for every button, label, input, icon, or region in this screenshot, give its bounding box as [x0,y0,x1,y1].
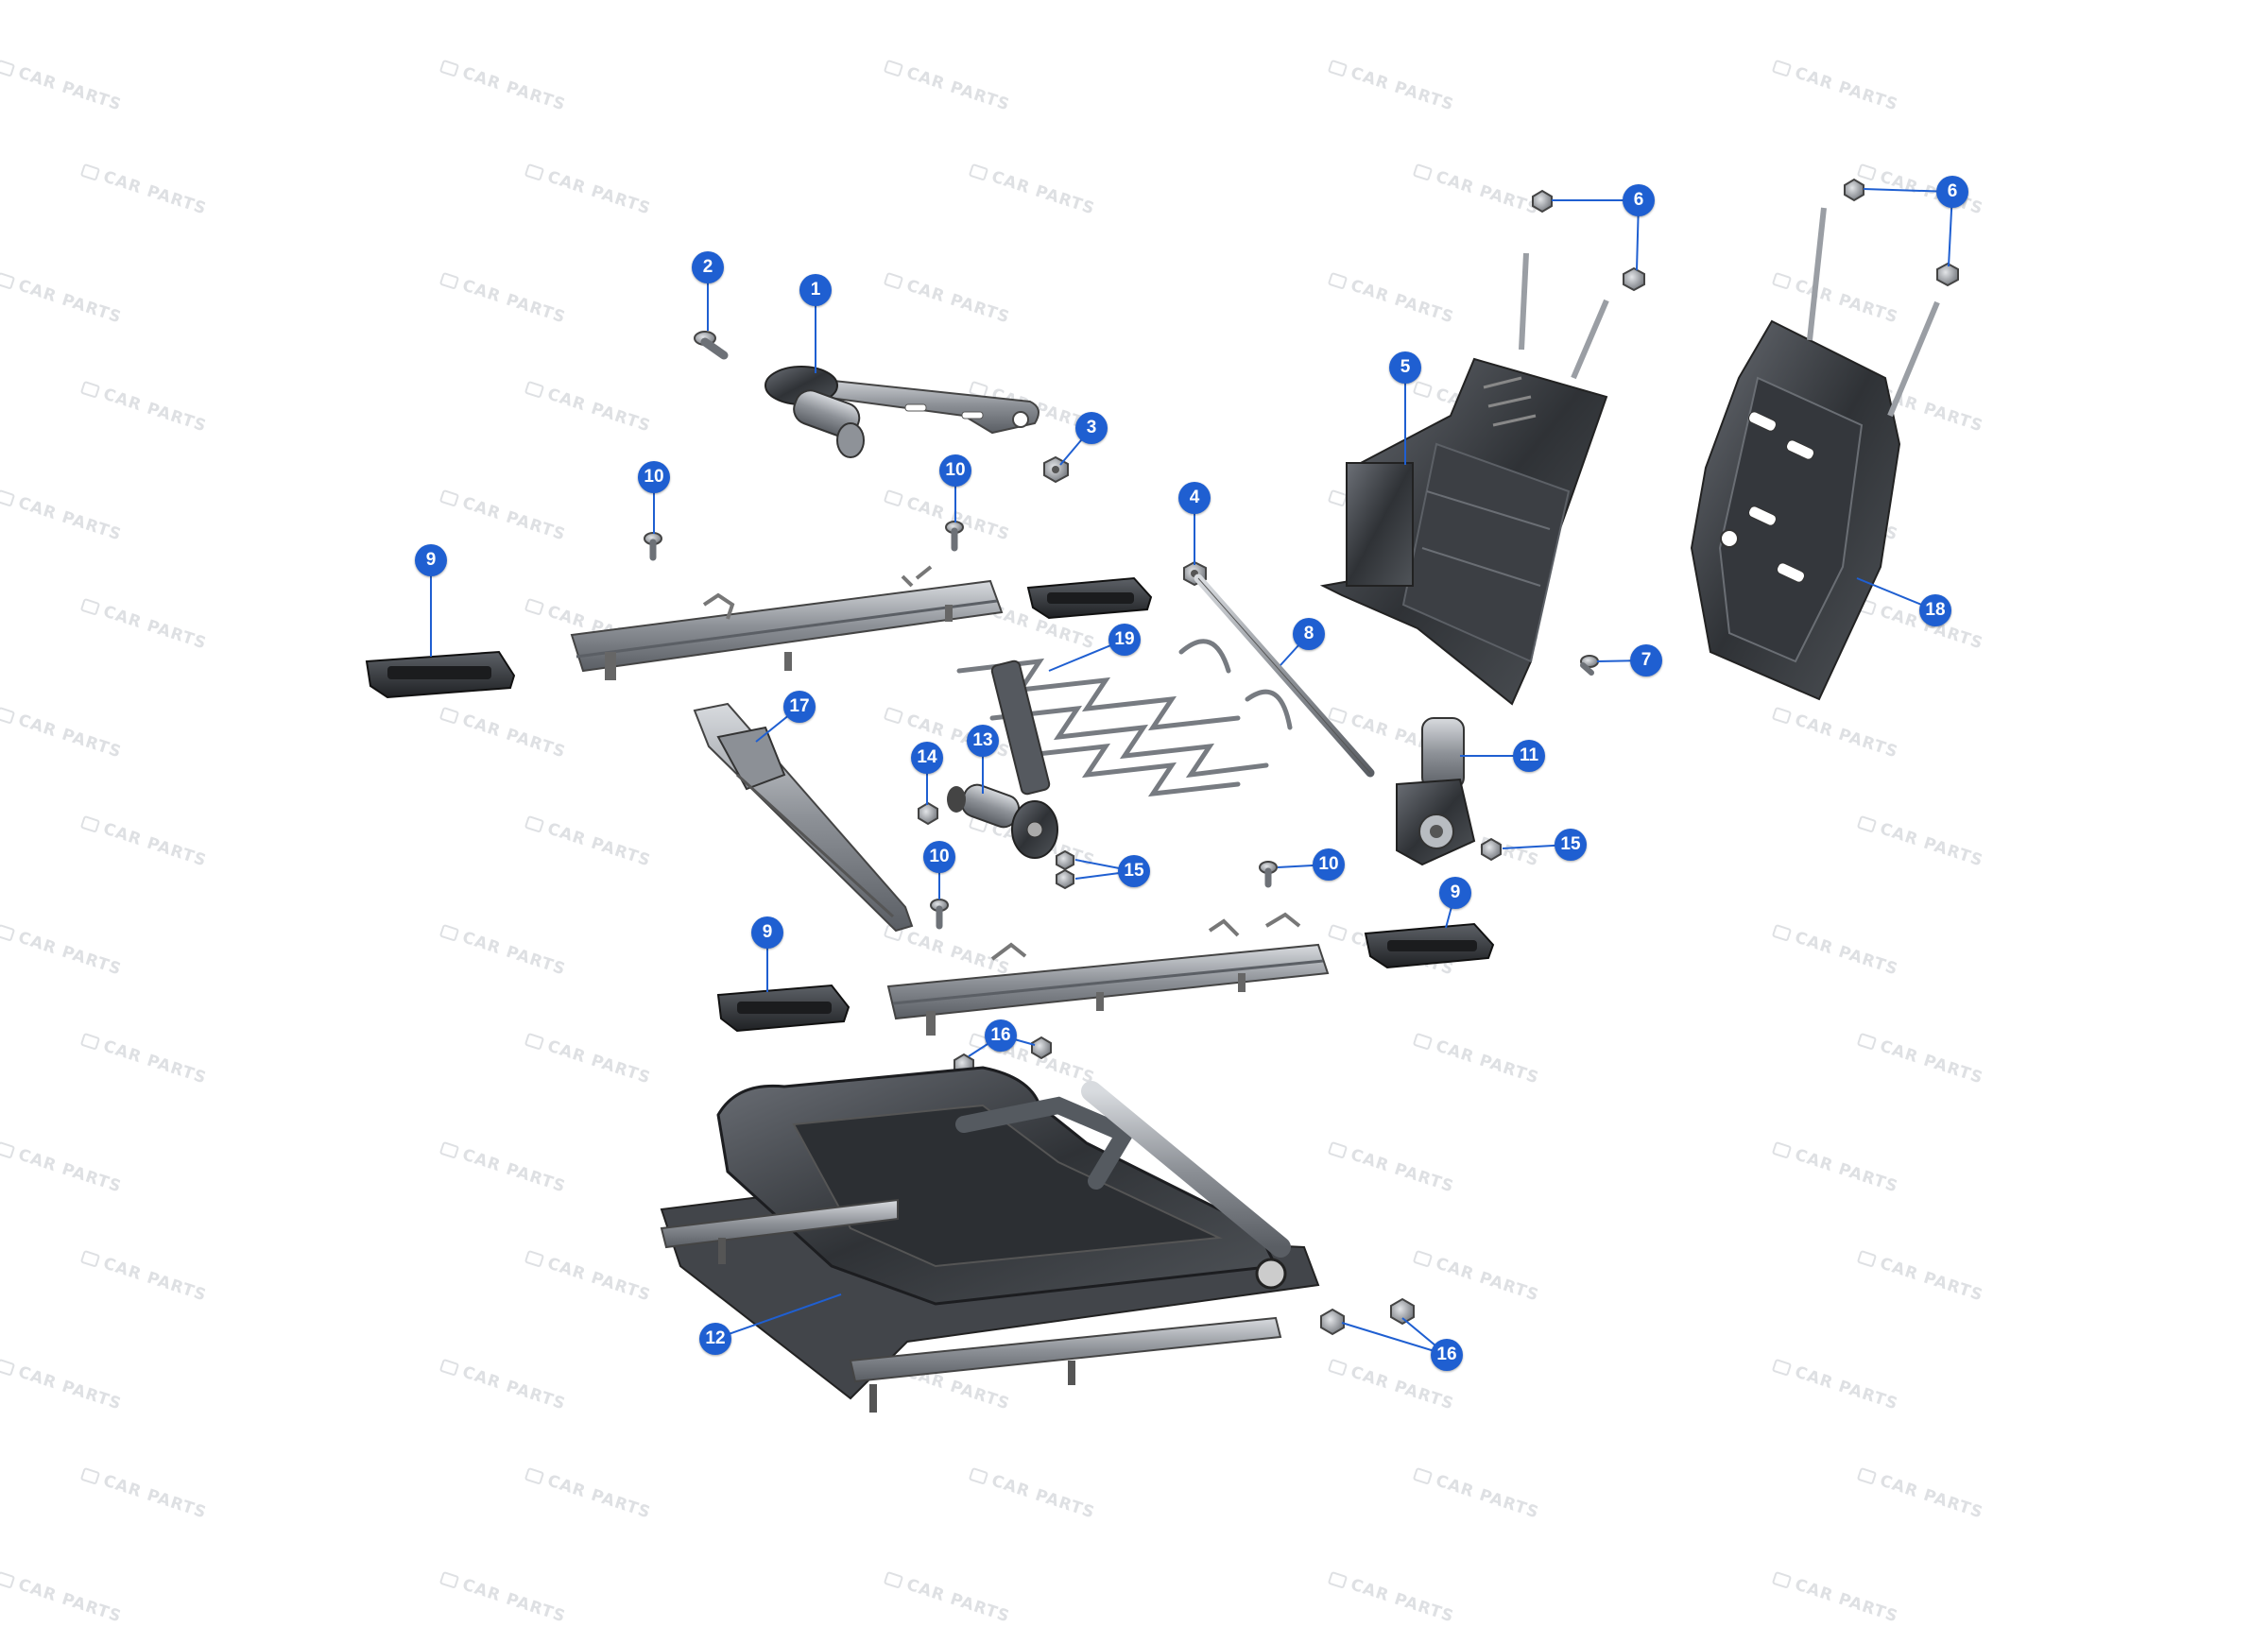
callout-6: 6 [1936,176,1968,208]
callout-4: 4 [1178,482,1211,514]
callout-18: 18 [1919,594,1951,626]
callout-10: 10 [638,461,670,493]
part-1-recliner-motor-arm [765,366,1040,458]
upper-seat-rail [570,565,1004,680]
part-10-bolt-1 [644,532,662,561]
callout-6: 6 [1623,184,1655,216]
callout-1: 1 [799,274,832,306]
part-9-end-cap-3 [1364,922,1495,969]
part-5-backrest-panel [1319,252,1609,706]
callout-11: 11 [1513,740,1545,772]
part-15-nut-right [1481,837,1502,862]
callout-14: 14 [911,742,943,774]
part-19-spring-mat [956,639,1293,797]
part-10-bolt-3 [930,899,949,930]
callout-13: 13 [967,725,999,757]
callout-17: 17 [783,691,816,723]
part-6-nuts-right [1844,178,1959,287]
part-18-backrest-frame [1690,207,1940,701]
callout-5: 5 [1389,351,1421,384]
callout-9: 9 [751,916,783,949]
callout-16: 16 [985,1019,1017,1052]
part-13-motor [947,783,1058,859]
callout-3: 3 [1075,412,1108,444]
part-7-screw [1580,655,1599,676]
part-12-seat-frame [660,1066,1320,1413]
callout-9: 9 [1439,877,1471,909]
part-11-geared-motor [1396,717,1476,866]
part-9-end-cap-2 [1026,576,1153,620]
callout-10: 10 [923,841,955,873]
lower-seat-rail [886,912,1330,1036]
part-10-bolt-4 [1259,861,1278,888]
part-17-spindle-gear [693,702,914,933]
callout-10: 10 [939,454,971,487]
part-6-nuts-left [1532,189,1645,292]
callout-2: 2 [692,251,724,283]
part-9-end-cap-1 [365,650,516,699]
callout-15: 15 [1555,829,1587,861]
callout-10: 10 [1313,848,1345,881]
callout-12: 12 [699,1323,731,1355]
part-15-nuts-left [1056,849,1074,890]
part-2-bolt [694,331,729,360]
part-16-nuts-bottom [1320,1297,1415,1336]
callout-9: 9 [415,544,447,576]
callout-7: 7 [1630,644,1662,676]
callout-19: 19 [1108,624,1141,656]
part-14-nut [918,801,938,826]
callout-8: 8 [1293,618,1325,650]
part-9-end-cap-4 [716,984,850,1033]
part-10-bolt-2 [945,521,964,552]
part-8-rod [1194,574,1375,778]
callout-15: 15 [1118,855,1150,887]
callout-16: 16 [1431,1339,1463,1371]
